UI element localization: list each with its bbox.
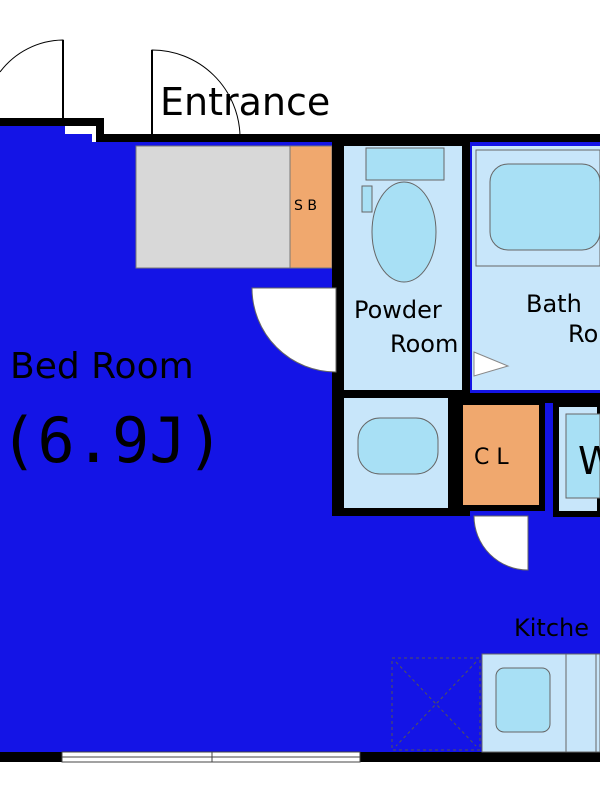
bedroom-door — [251, 287, 337, 373]
entrance-label: Entrance — [160, 80, 330, 124]
powder-room-label: Powder — [354, 296, 442, 324]
bath-room-label-2: Ro — [568, 320, 598, 348]
bed-room-size-label: (6.9J) — [0, 404, 224, 477]
bath-door-marker — [473, 351, 510, 377]
closet — [457, 399, 545, 511]
shoe-box — [289, 145, 333, 269]
washer-label: W — [578, 439, 600, 483]
entry-floor — [135, 145, 291, 269]
exterior-door-left — [0, 39, 64, 120]
closet-label: C L — [474, 445, 509, 470]
shoe-box-label: S B — [294, 198, 317, 214]
entrance-door — [151, 49, 241, 137]
kitchen-label: Kitche — [514, 614, 589, 642]
bottom-window — [61, 751, 361, 763]
washer-icon — [565, 413, 600, 499]
closet-door — [473, 515, 529, 571]
wash-basin-icon — [357, 417, 439, 475]
kitchen-counter — [391, 653, 600, 753]
bath-room-label: Bath — [526, 290, 582, 318]
toilet-icon — [361, 147, 445, 283]
powder-room-label-2: Room — [390, 330, 458, 358]
bed-room-label: Bed Room — [10, 346, 194, 387]
bathtub-icon — [475, 149, 600, 267]
